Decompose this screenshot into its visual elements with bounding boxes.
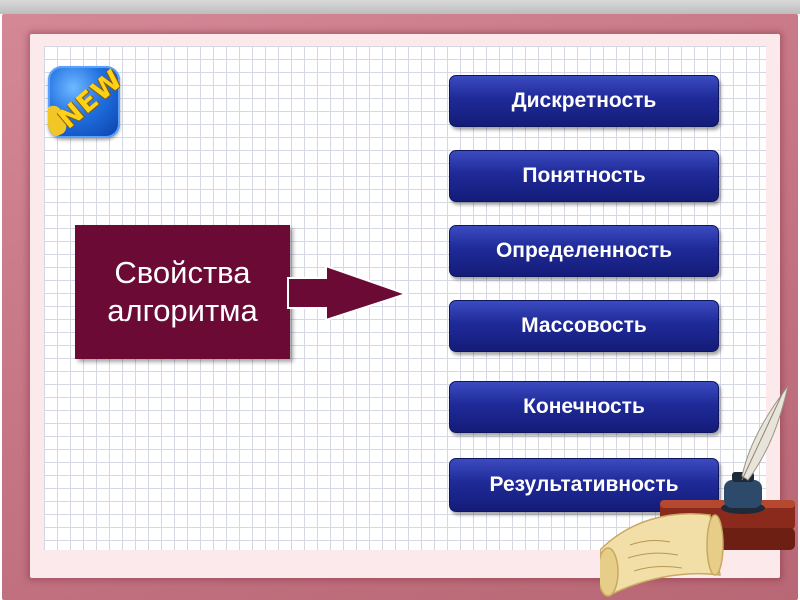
arrow-right-icon — [287, 264, 410, 322]
property-button-discreteness[interactable]: Дискретность — [449, 75, 719, 127]
quill-inkwell-scroll-icon — [600, 385, 795, 597]
property-button-clarity[interactable]: Понятность — [449, 150, 719, 202]
title-text: Свойства алгоритма — [107, 255, 258, 328]
property-button-massiveness[interactable]: Массовость — [449, 300, 719, 352]
top-strip — [0, 0, 800, 14]
property-button-effectiveness[interactable]: Результативность — [449, 458, 719, 512]
property-label: Конечность — [523, 395, 645, 418]
property-label: Результативность — [489, 473, 679, 496]
property-button-determinacy[interactable]: Определенность — [449, 225, 719, 277]
title-box: Свойства алгоритма — [75, 225, 290, 359]
new-badge-icon: NEW — [48, 66, 120, 138]
property-button-finiteness[interactable]: Конечность — [449, 381, 719, 433]
scroll-icon — [600, 513, 724, 597]
property-label: Дискретность — [511, 89, 657, 112]
quill-icon — [741, 385, 789, 481]
property-label: Понятность — [522, 164, 646, 187]
property-label: Определенность — [495, 239, 673, 262]
property-label: Массовость — [521, 314, 647, 337]
